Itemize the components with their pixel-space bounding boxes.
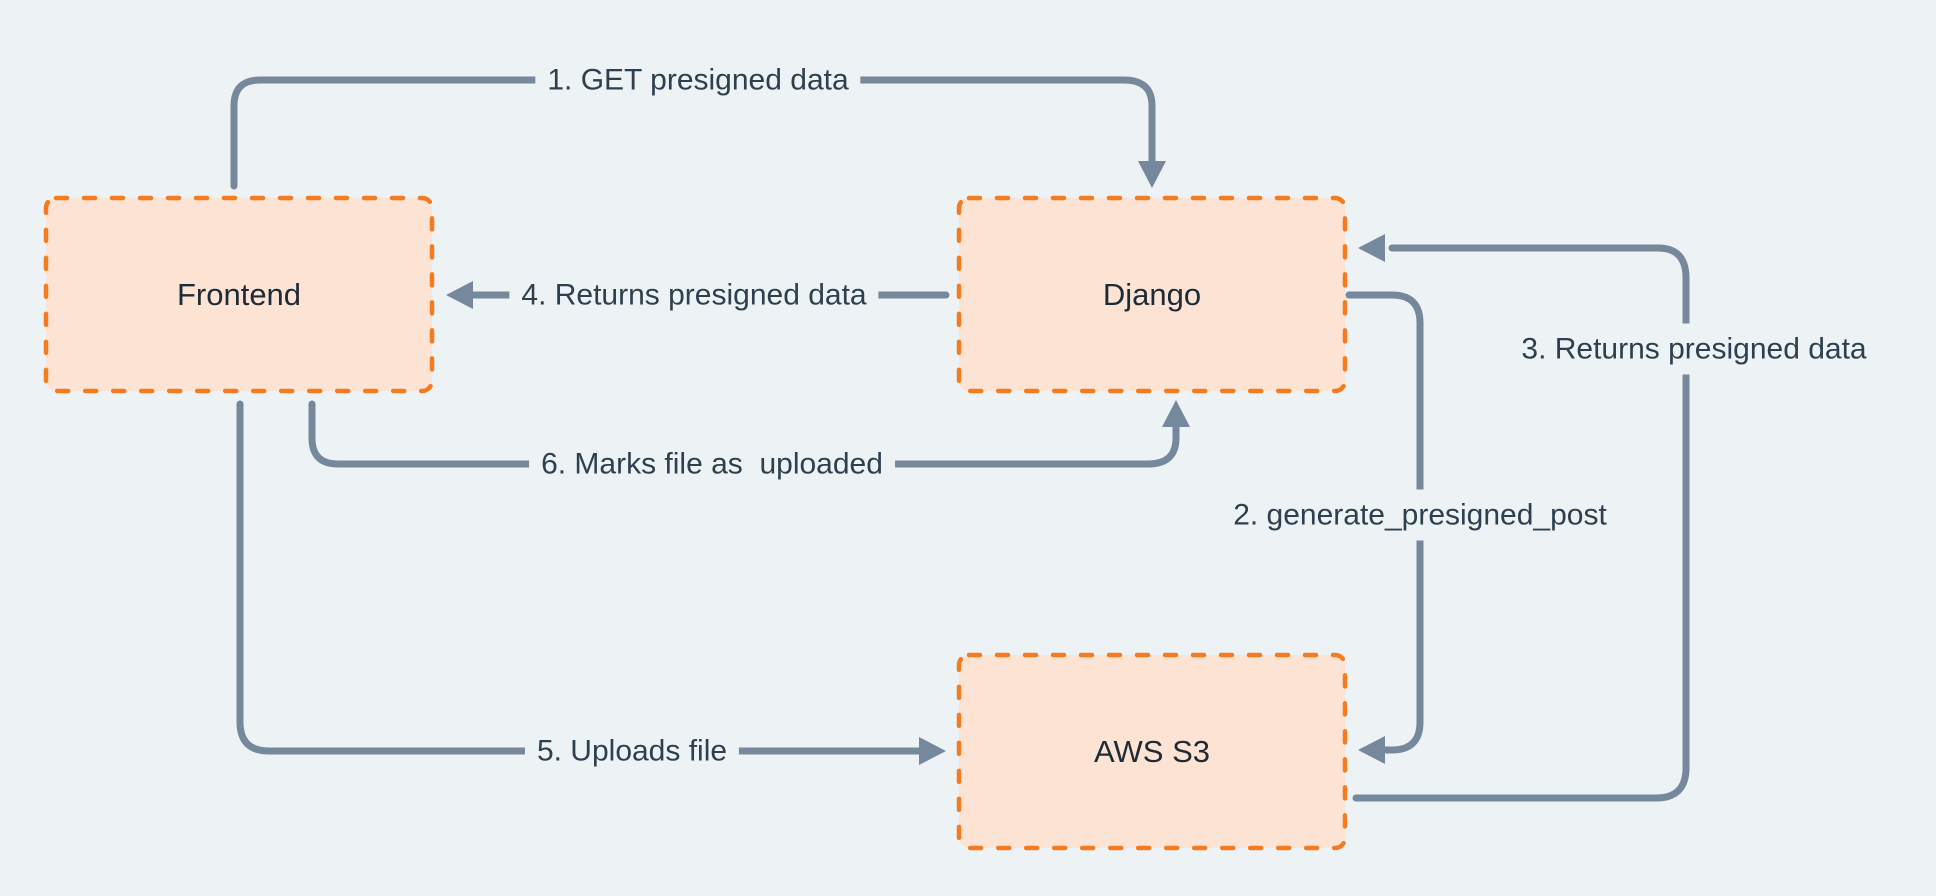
edge-4-arrowhead-icon [446,281,473,309]
edge-1-label: 1. GET presigned data [535,54,861,106]
edge-4-label: 4. Returns presigned data [509,269,879,321]
edge-6-arrowhead-icon [1162,400,1190,427]
edge-3-label: 3. Returns presigned data [1509,323,1879,375]
edge-5-path [236,400,926,755]
edge-6-label: 6. Marks file as uploaded [529,438,895,490]
edge-2-arrowhead-icon [1358,736,1385,764]
node-frontend-label: Frontend [176,276,302,312]
edge-2-label: 2. generate_presigned_post [1221,489,1619,541]
node-aws-s3-label: AWS S3 [1094,733,1210,769]
node-frontend-box [43,195,435,394]
edge-3-arrowhead-icon [1358,234,1385,262]
edge-1-arrowhead-icon [1138,161,1166,188]
edge-5-label: 5. Uploads file [524,725,740,777]
node-aws-s3-box [956,652,1348,851]
edge-3-path [1352,244,1690,802]
edge-5-arrowhead-icon [919,737,946,765]
node-django-box [956,195,1348,394]
node-django-label: Django [1102,276,1202,312]
